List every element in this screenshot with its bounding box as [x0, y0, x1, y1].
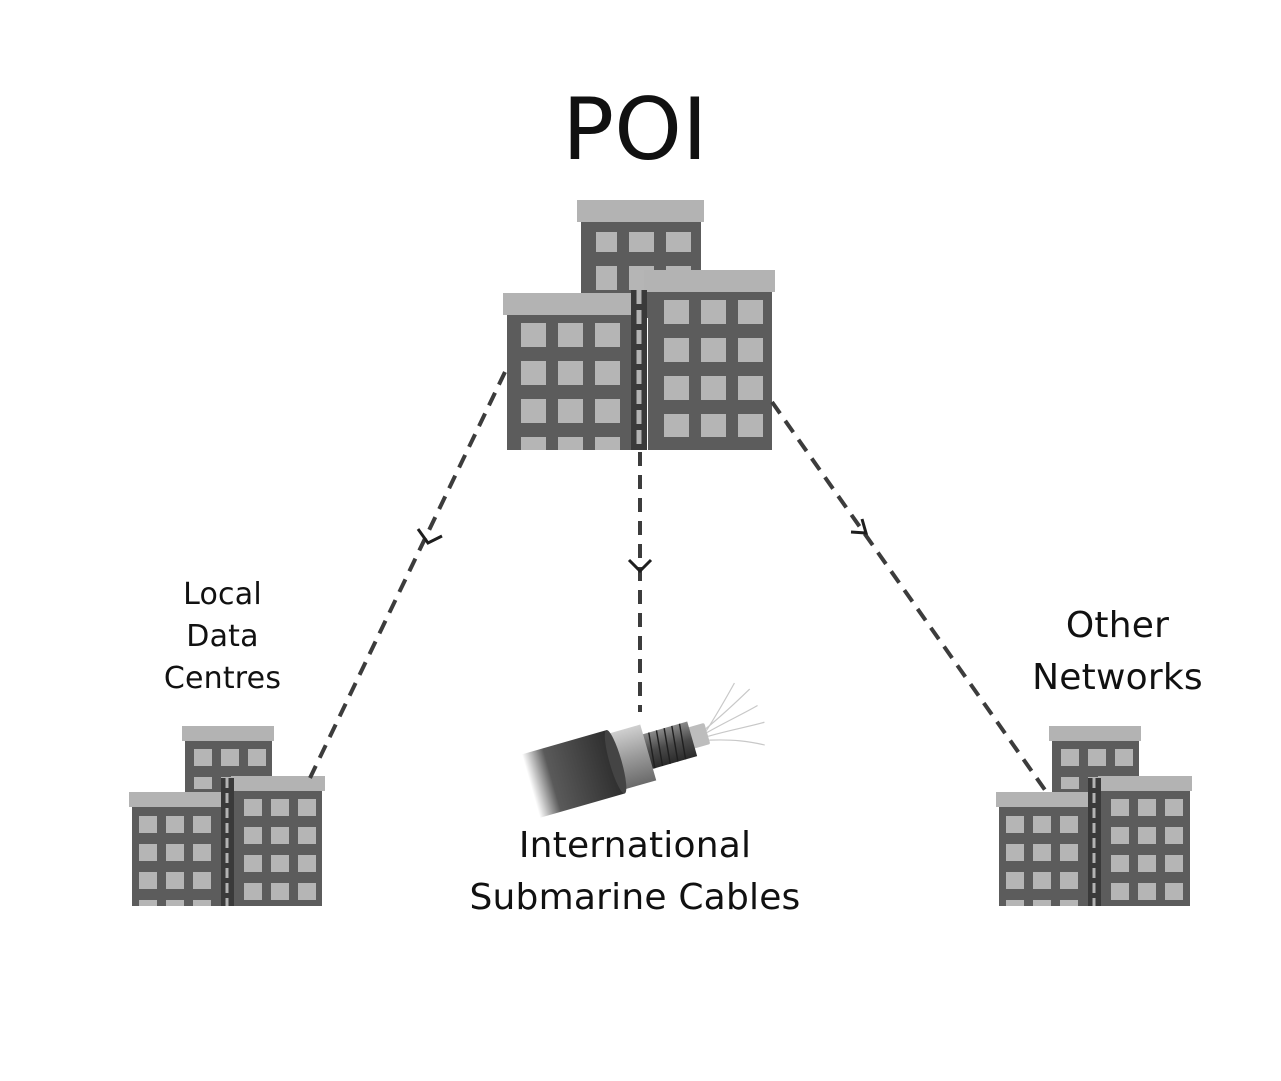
other-networks-label: Other Networks: [1005, 600, 1230, 704]
local-data-centres-building-icon: [129, 726, 325, 906]
other-networks-building-icon: [996, 726, 1192, 906]
other-networks-label-line: Networks: [1032, 657, 1203, 698]
connector-to-submarine-cables: [627, 452, 653, 712]
connector-to-other-networks: [770, 400, 1047, 792]
local-data-centres-label-line: Data: [186, 619, 259, 654]
international-submarine-cables-label: International Submarine Cables: [430, 820, 840, 924]
local-data-centres-label: Local Data Centres: [130, 574, 315, 700]
other-networks-label-line: Other: [1065, 605, 1170, 646]
poi-title: POI: [562, 80, 708, 180]
submarine-cables-label-line: Submarine Cables: [469, 877, 801, 918]
local-data-centres-label-line: Local: [183, 577, 262, 612]
poi-building-icon: [503, 200, 775, 450]
local-data-centres-label-line: Centres: [163, 661, 282, 696]
connector-to-local-data-centres: [308, 371, 507, 779]
submarine-cables-label-line: International: [518, 825, 752, 866]
submarine-cable-icon: [521, 682, 765, 818]
